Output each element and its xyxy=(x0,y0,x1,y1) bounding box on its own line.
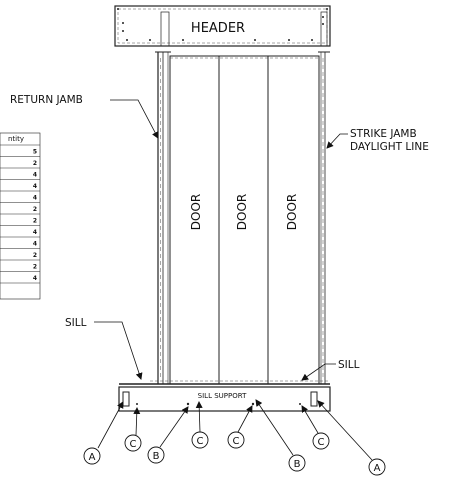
header-box xyxy=(114,5,331,47)
quantity-value: 4 xyxy=(33,241,37,248)
quantity-value: 4 xyxy=(33,229,37,236)
callout-c-1: C xyxy=(124,434,142,452)
callout-b-right-label: B xyxy=(294,459,301,470)
header-bolt-holes xyxy=(117,8,328,41)
callout-c-1-label: C xyxy=(130,439,137,450)
sill-support-label: SILL SUPPORT xyxy=(198,392,247,400)
callout-a-right: A xyxy=(368,458,386,476)
sill xyxy=(119,380,330,388)
sill-label-left: SILL xyxy=(65,317,87,329)
quantity-value: 2 xyxy=(33,218,37,225)
sill-support-holes xyxy=(136,402,301,406)
door-label-3: DOOR xyxy=(285,194,299,230)
quantity-value: 2 xyxy=(33,252,37,259)
quantity-value: 4 xyxy=(33,275,37,282)
quantity-table-header: ntity xyxy=(8,135,24,143)
header-label: HEADER xyxy=(191,21,245,36)
callout-b-left: B xyxy=(147,446,165,464)
quantity-value: 4 xyxy=(33,183,37,190)
callout-a-left: A xyxy=(83,447,101,465)
callout-b-left-label: B xyxy=(153,451,160,462)
return-jamb-label: RETURN JAMB xyxy=(10,94,83,106)
quantity-value: 4 xyxy=(33,195,37,202)
quantity-value: 2 xyxy=(33,264,37,271)
leader-lines xyxy=(94,99,373,461)
strike-jamb-label-line2: DAYLIGHT LINE xyxy=(350,141,429,153)
sill-support xyxy=(118,386,331,412)
quantity-value: 5 xyxy=(33,149,37,156)
callout-c-4-label: C xyxy=(318,437,325,448)
callout-c-4: C xyxy=(312,432,330,450)
callout-c-2: C xyxy=(191,431,209,449)
callout-c-2-label: C xyxy=(197,436,204,447)
quantity-value: 2 xyxy=(33,206,37,213)
callout-c-3: C xyxy=(227,431,245,449)
strike-jamb xyxy=(318,51,330,384)
quantity-value: 4 xyxy=(33,172,37,179)
door-label-1: DOOR xyxy=(189,194,203,230)
return-jamb xyxy=(155,51,171,384)
sill-label-right: SILL xyxy=(338,359,360,371)
quantity-table xyxy=(0,132,41,300)
door-label-2: DOOR xyxy=(235,194,249,230)
callout-a-left-label: A xyxy=(89,452,96,463)
callout-a-right-label: A xyxy=(374,463,381,474)
quantity-value: 2 xyxy=(33,160,37,167)
callout-c-3-label: C xyxy=(233,436,240,447)
strike-jamb-label-line1: STRIKE JAMB xyxy=(350,128,417,140)
callout-b-right: B xyxy=(288,454,306,472)
